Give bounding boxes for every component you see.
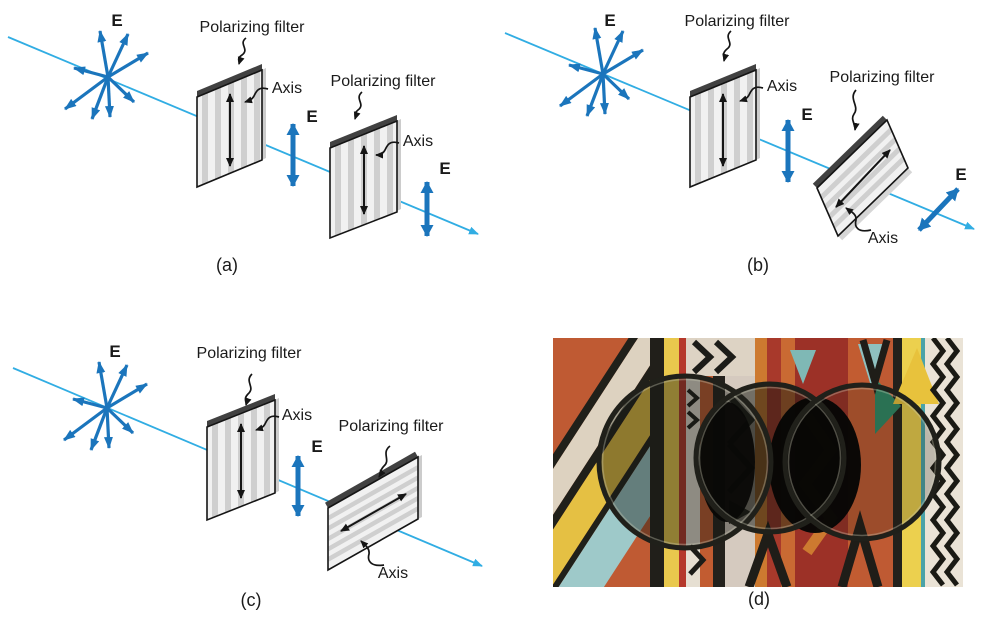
- e-label: E: [306, 107, 318, 126]
- panel-caption: (c): [240, 590, 262, 610]
- filter-label: Polarizing filter: [338, 418, 444, 435]
- leader-arrow: [722, 30, 732, 62]
- blanket-photo-svg: [553, 338, 963, 587]
- filter-label: Polarizing filter: [196, 345, 302, 362]
- axis-label: Axis: [766, 78, 798, 95]
- polarizing-filter-first: [689, 64, 760, 189]
- leader-arrow: [244, 373, 253, 406]
- panel-c-diagram: [12, 361, 483, 572]
- panel-caption: (a): [216, 255, 238, 275]
- polarizing-filter-second-horizontal: [325, 451, 422, 572]
- filter-label: Polarizing filter: [829, 69, 935, 86]
- polarizing-filter-first: [196, 64, 266, 189]
- leader-arrow: [353, 91, 363, 120]
- filter-label: Polarizing filter: [199, 19, 305, 36]
- leader-arrow: [360, 540, 385, 567]
- leader-arrow: [378, 445, 391, 478]
- e-label: E: [801, 105, 813, 124]
- panel-caption: (d): [748, 589, 770, 609]
- unpolarized-e-starburst: [64, 30, 149, 120]
- unpolarized-e-starburst: [63, 361, 148, 451]
- leader-arrow: [244, 87, 269, 104]
- transmission-axis-arrow: [835, 149, 891, 208]
- e-label: E: [111, 11, 123, 30]
- polarized-e-arrow-tilted: [917, 187, 960, 232]
- e-label: E: [604, 11, 616, 30]
- e-label: E: [439, 159, 451, 178]
- filter-label: Polarizing filter: [330, 73, 436, 90]
- filter-label: Polarizing filter: [684, 13, 790, 30]
- e-label: E: [109, 342, 121, 361]
- unpolarized-e-starburst: [559, 27, 644, 117]
- panel-b-diagram: [504, 27, 975, 241]
- polarizing-filter-second-tilted: [812, 115, 913, 241]
- leader-arrow: [739, 86, 764, 103]
- axis-label: Axis: [402, 133, 434, 150]
- axis-label: Axis: [867, 230, 899, 247]
- leader-arrow: [851, 89, 860, 131]
- polarizing-filter-second: [329, 115, 401, 240]
- leader-arrow: [845, 207, 872, 232]
- e-label: E: [311, 437, 323, 456]
- leader-arrow: [237, 37, 247, 65]
- panel-caption: (b): [747, 255, 769, 275]
- axis-label: Axis: [377, 565, 409, 582]
- transmission-axis-arrow: [340, 493, 407, 532]
- panel-a-diagram: [7, 30, 479, 240]
- axis-label: Axis: [271, 80, 303, 97]
- polarizer-photo: [553, 338, 963, 587]
- leader-arrow: [375, 141, 400, 159]
- lens-overlap-dark: [699, 402, 755, 522]
- leader-arrow: [255, 415, 280, 432]
- blanket-diagonal-stripes: [553, 338, 650, 587]
- lens-rings: [596, 373, 942, 551]
- e-label: E: [955, 165, 967, 184]
- polarizing-filter-first: [206, 394, 279, 522]
- axis-label: Axis: [281, 407, 313, 424]
